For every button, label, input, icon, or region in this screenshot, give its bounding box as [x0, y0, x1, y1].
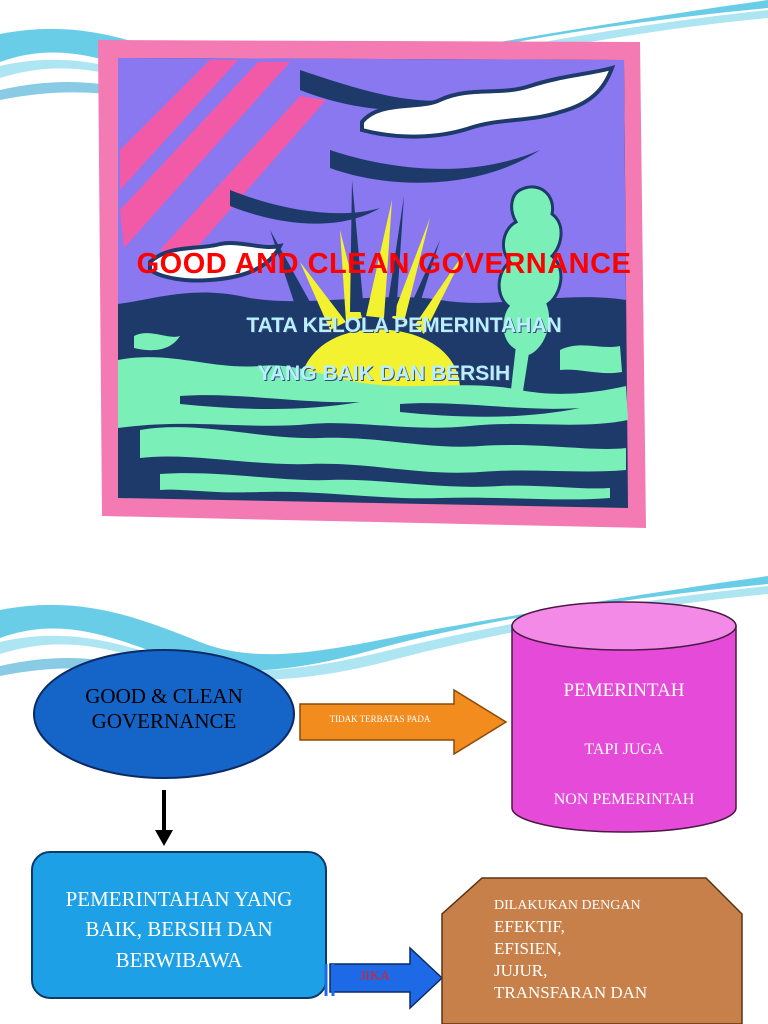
slide-subtitle-line-1: TATA KELOLA PEMERINTAHAN: [246, 314, 562, 337]
dark-spikes: [270, 180, 440, 322]
green-tuft: [134, 333, 180, 351]
down-arrow-head: [155, 830, 173, 846]
pink-ray: [120, 62, 290, 248]
ellipse-line-2: GOVERNANCE: [91, 709, 237, 734]
slide-subtitle-line-2: YANG BAIK DAN BERSIH: [257, 362, 511, 385]
sky-streak: [330, 150, 540, 183]
slide-title: GOOD AND CLEAN GOVERNANCE: [136, 248, 632, 280]
pink-ray: [120, 60, 238, 190]
pink-ray: [160, 96, 326, 260]
box-line-1: PEMERINTAHAN YANG: [65, 887, 293, 911]
governance-ellipse: [33, 649, 295, 779]
jika-label: JIKA: [359, 969, 391, 984]
criteria-octagon: [441, 877, 743, 1024]
orange-arrow-label: TIDAK TERBATAS PADA: [329, 714, 431, 724]
cylinder-line-2: TAPI JUGA: [584, 741, 664, 758]
sunrise-clipart: [98, 40, 646, 528]
octagon-line-4: JUJUR,: [494, 960, 548, 980]
pemerintah-cylinder: [511, 625, 737, 833]
jika-right-arrow: [329, 946, 444, 1010]
diagram-shapes: [31, 601, 743, 1024]
octagon-line-3: EFISIEN,: [494, 938, 562, 958]
wave-decoration: [0, 576, 768, 686]
cloud: [148, 241, 284, 283]
cloud: [360, 65, 616, 139]
box-line-3: BERWIBAWA: [115, 947, 243, 972]
pemerintahan-box: [31, 851, 327, 999]
sky-streak: [230, 190, 380, 224]
octagon-line-1: DILAKUKAN DENGAN: [494, 898, 641, 913]
title-slide: GOOD AND CLEAN GOVERNANCE TATA KELOLA PE…: [0, 0, 768, 528]
octagon-text: DILAKUKAN DENGAN EFEKTIF, EFISIEN, JUJUR…: [494, 896, 734, 1004]
sun-rays: [300, 200, 466, 334]
ellipse-line-1: GOOD & CLEAN: [85, 684, 243, 708]
cylinder-line-3: NON PEMERINTAH: [553, 791, 695, 808]
diagram-slide: GOOD & CLEAN GOVERNANCE TIDAK TERBATAS P…: [0, 576, 768, 1024]
grass-streak: [180, 395, 360, 409]
ellipse-text: GOOD & CLEAN GOVERNANCE: [34, 684, 294, 734]
green-tuft: [560, 345, 622, 374]
octagon-line-2: EFEKTIF,: [494, 916, 565, 936]
octagon-line-5: TRANSFARAN DAN: [494, 982, 648, 1002]
green-grass: [140, 427, 626, 473]
cylinder-top: [511, 601, 737, 651]
box-text: PEMERINTAHAN YANG BAIK, BERSIH DAN BERWI…: [32, 884, 326, 975]
green-grass: [160, 473, 610, 500]
orange-right-arrow: [299, 688, 508, 756]
cylinder-title: PEMERINTAH: [563, 680, 685, 701]
sky-streak: [300, 70, 470, 111]
grass-streak: [400, 403, 580, 417]
sun: [300, 329, 460, 392]
box-line-2: BAIK, BERSIH DAN: [85, 917, 273, 942]
